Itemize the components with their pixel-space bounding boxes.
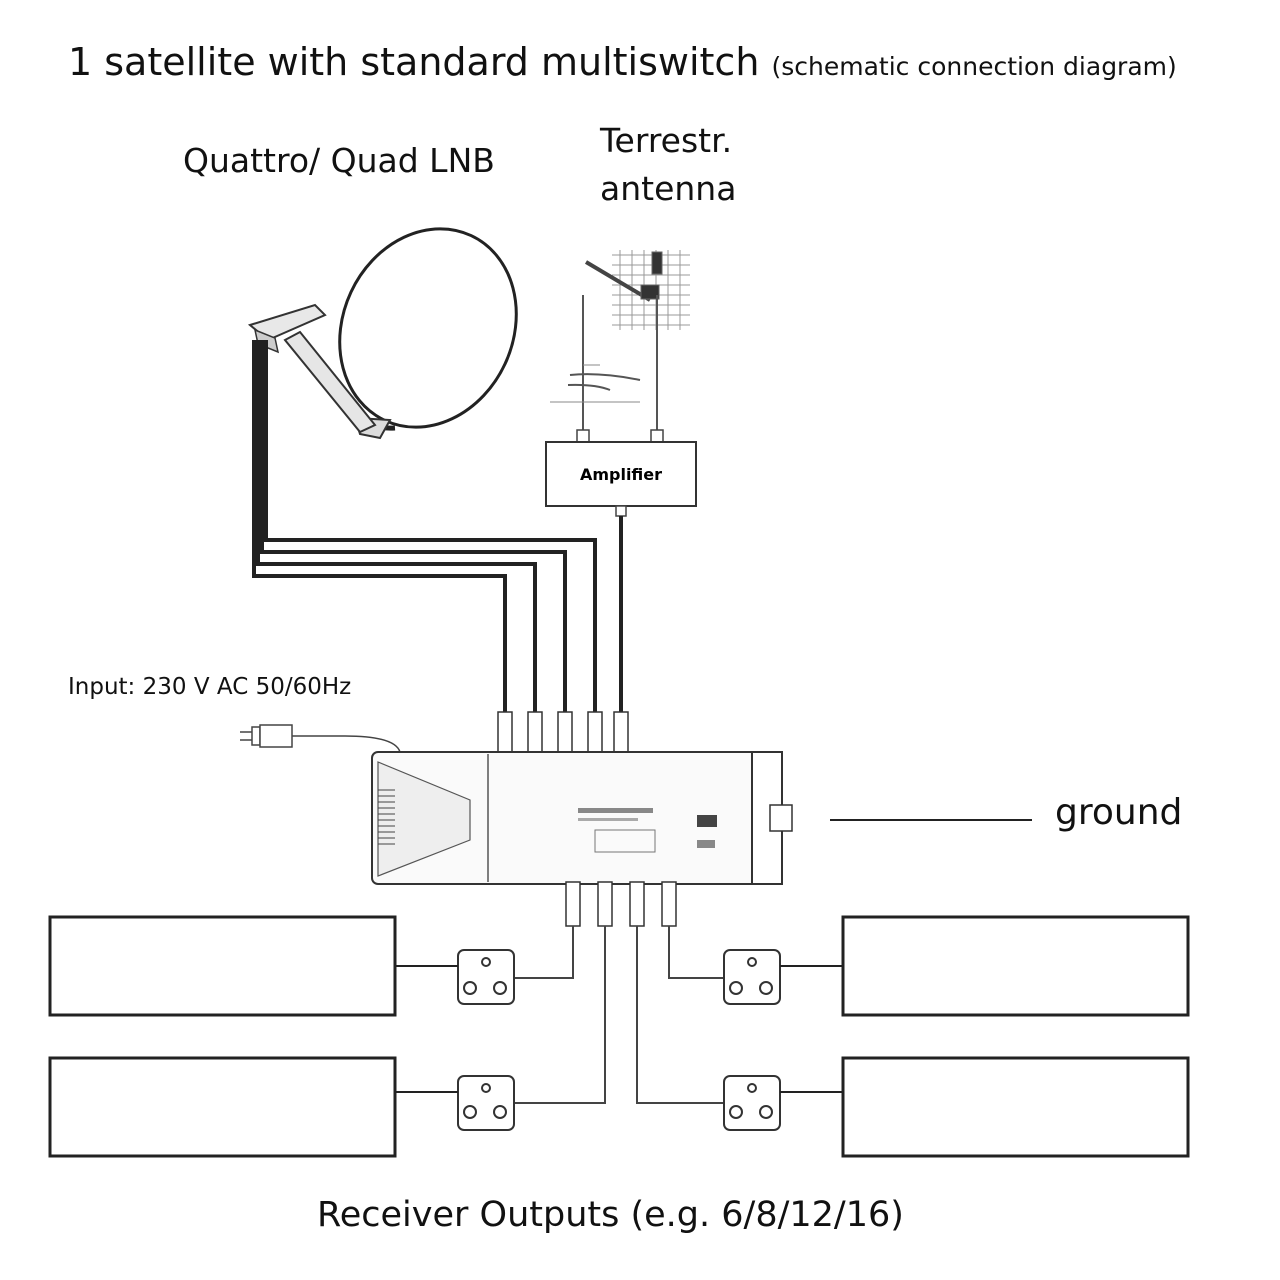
power-plug-icon bbox=[240, 724, 401, 753]
amplifier-label: Amplifier bbox=[580, 465, 662, 484]
diagram-title: 1 satellite with standard multiswitch (s… bbox=[68, 40, 1177, 84]
terrestrial-label-line1: Terrestr. bbox=[600, 121, 733, 160]
ground-label: ground bbox=[1055, 792, 1183, 833]
receiver-links bbox=[395, 965, 843, 1093]
satellite-dish-icon bbox=[247, 227, 518, 440]
terrestrial-antenna-label: Terrestr. antenna bbox=[600, 117, 736, 213]
terrestrial-antenna-icon bbox=[550, 250, 690, 443]
title-note: (schematic connection diagram) bbox=[771, 52, 1177, 81]
receiver-box-bottom-left bbox=[48, 1056, 397, 1158]
multiswitch-icon bbox=[371, 751, 793, 885]
receiver-box-top-right bbox=[841, 915, 1190, 1017]
input-connectors bbox=[497, 711, 629, 753]
amplifier: Amplifier bbox=[545, 441, 697, 517]
receiver-box-bottom-right bbox=[841, 1056, 1190, 1158]
terrestrial-label-line2: antenna bbox=[600, 169, 737, 208]
lnb-cables bbox=[252, 340, 597, 715]
output-connectors bbox=[565, 881, 677, 927]
power-input-label: Input: 230 V AC 50/60Hz bbox=[68, 674, 352, 700]
receiver-box-top-left bbox=[48, 915, 397, 1017]
receiver-outputs-label: Receiver Outputs (e.g. 6/8/12/16) bbox=[317, 1195, 904, 1235]
wall-socket-icon bbox=[457, 949, 781, 1131]
lnb-label: Quattro/ Quad LNB bbox=[183, 141, 495, 180]
output-cables bbox=[515, 926, 723, 1104]
title-main: 1 satellite with standard multiswitch bbox=[68, 40, 760, 84]
receiver-boxes bbox=[48, 915, 1190, 1158]
